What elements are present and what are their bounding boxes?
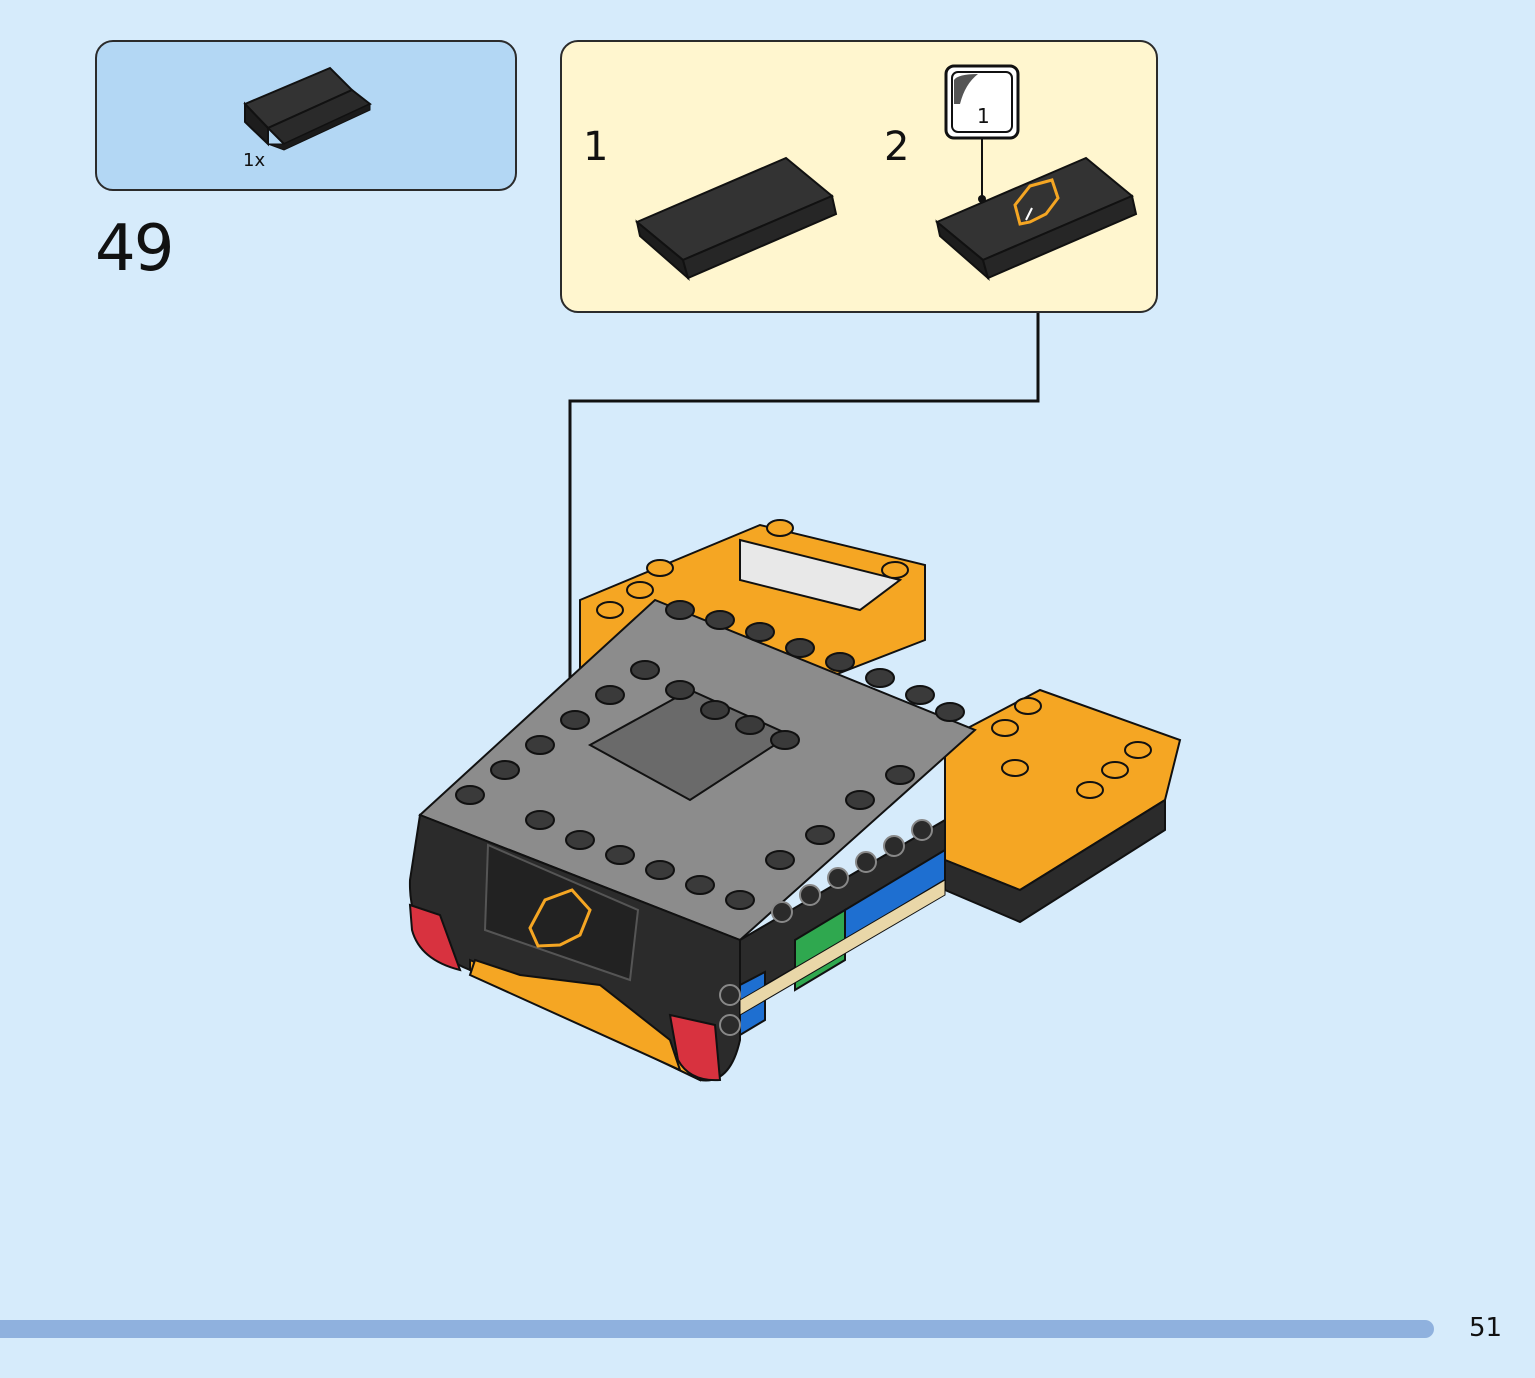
substep-number-2: 2: [884, 124, 910, 170]
sticker-number: 1: [977, 104, 990, 128]
elephant-sticker-icon: [1013, 178, 1060, 226]
page-number: 51: [1469, 1313, 1503, 1343]
sticker-callout: [944, 64, 1020, 203]
part-quantity: 1x: [243, 150, 266, 171]
progress-bar: [0, 1320, 1434, 1338]
tail-light-left: [408, 903, 462, 972]
tail-light-right: [668, 1013, 722, 1082]
sticker-sheet-icon: [954, 74, 978, 104]
model-elephant-icon: [528, 888, 592, 948]
model-illustration: [408, 519, 1182, 1082]
substep-2-piece-icon: [935, 156, 1138, 281]
substep-number-1: 1: [583, 124, 609, 170]
substep-1-piece-icon: [635, 156, 838, 281]
step-number: 49: [95, 212, 174, 286]
part-curved-slope-icon: [243, 66, 372, 151]
